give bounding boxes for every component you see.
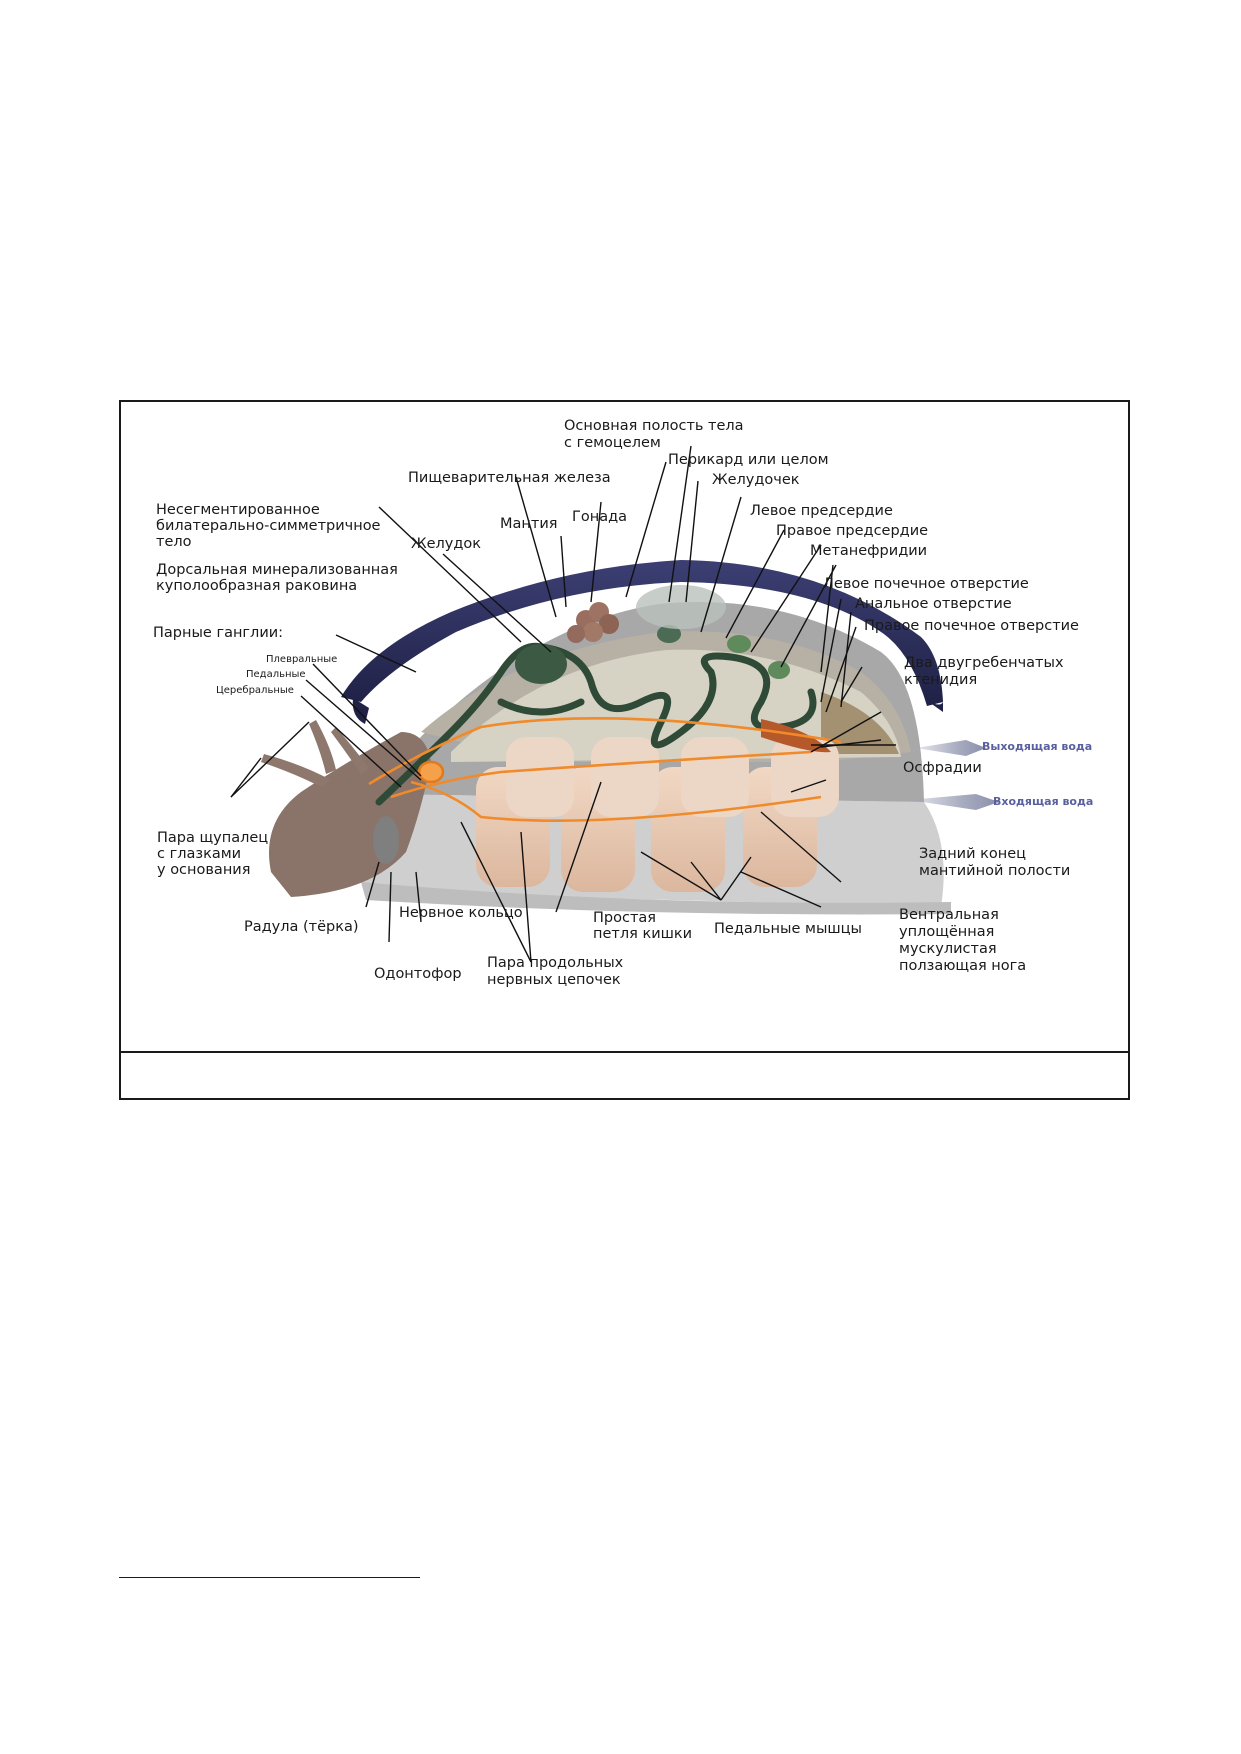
label-nerve-ring: Нервное кольцо <box>399 905 523 921</box>
label-tentacles-line2: с глазками <box>157 846 241 862</box>
label-odontophore: Одонтофор <box>374 966 462 982</box>
mollusc-anatomy-diagram: Основная полость тела с гемоцелем Перика… <box>153 418 1093 988</box>
label-shell-line2: куполообразная раковина <box>156 578 357 594</box>
label-metanephridia: Метанефридии <box>810 543 927 559</box>
label-nerve-cords-line1: Пара продольных <box>487 955 624 971</box>
label-mantle-cavity-line1: Задний конец <box>919 846 1026 862</box>
label-anus: Анальное отверстие <box>855 596 1012 612</box>
label-right-renal-pore: Правое почечное отверстие <box>864 618 1079 634</box>
footnote-separator <box>119 1577 420 1578</box>
label-nerve-cords-line2: нервных цепочек <box>487 972 621 988</box>
label-paired-ganglia: Парные ганглии: <box>153 625 283 641</box>
figure-frame: Основная полость тела с гемоцелем Перика… <box>119 400 1130 1100</box>
label-incoming-water: Входящая вода <box>993 795 1093 808</box>
leader-lines <box>230 445 896 963</box>
label-stomach: Желудок <box>411 536 481 552</box>
label-body-cavity-line1: Основная полость тела <box>564 418 744 434</box>
label-ctenidia-line1: Два двугребенчатых <box>904 655 1064 671</box>
label-foot-line3: мускулистая <box>899 941 997 957</box>
label-foot-line4: ползающая нога <box>899 958 1026 974</box>
label-foot-line2: уплощённая <box>899 924 994 940</box>
label-intestine-line1: Простая <box>593 910 656 926</box>
label-shell-line1: Дорсальная минерализованная <box>156 562 398 578</box>
gut <box>375 642 817 806</box>
gonad-shape <box>567 602 619 643</box>
label-tentacles-line3: у основания <box>157 862 250 878</box>
label-intestine-line2: петля кишки <box>593 926 692 942</box>
label-pleural: Плевральные <box>266 654 337 665</box>
figure-caption-row <box>121 1051 1128 1098</box>
label-left-atrium: Левое предсердие <box>750 503 893 519</box>
label-pedal-muscles: Педальные мышцы <box>714 921 862 937</box>
labels: Основная полость тела с гемоцелем Перика… <box>153 418 1093 988</box>
nerve-system <box>368 717 842 822</box>
pedal-muscles <box>476 737 839 892</box>
label-left-renal-pore: Левое почечное отверстие <box>823 576 1029 592</box>
label-unsegmented-line2: билатерально-симметричное <box>156 518 381 534</box>
label-ventricle: Желудочек <box>712 472 800 488</box>
head <box>261 720 431 897</box>
heart <box>636 585 790 679</box>
label-body-cavity-line2: с гемоцелем <box>564 435 661 451</box>
label-digestive-gland: Пищеварительная железа <box>408 470 611 486</box>
label-outgoing-water: Выходящая вода <box>982 740 1092 753</box>
label-osphradia: Осфрадии <box>903 760 982 776</box>
label-pericardium: Перикард или целом <box>668 452 829 468</box>
label-mantle: Мантия <box>500 516 557 532</box>
label-radula: Радула (тёрка) <box>244 919 359 935</box>
label-unsegmented-line3: тело <box>156 534 192 550</box>
label-right-atrium: Правое предсердие <box>776 523 928 539</box>
stomach-shape <box>515 644 567 684</box>
label-cerebral: Церебральные <box>216 685 294 696</box>
label-mantle-cavity-line2: мантийной полости <box>919 863 1070 879</box>
label-gonad: Гонада <box>572 509 627 525</box>
label-ctenidia-line2: ктенидия <box>904 672 977 688</box>
label-tentacles-line1: Пара щупалец <box>157 830 268 846</box>
label-foot-line1: Вентральная <box>899 907 999 923</box>
label-unsegmented-line1: Несегментированное <box>156 502 320 518</box>
label-pedal: Педальные <box>246 669 306 680</box>
water-arrows <box>909 740 999 810</box>
